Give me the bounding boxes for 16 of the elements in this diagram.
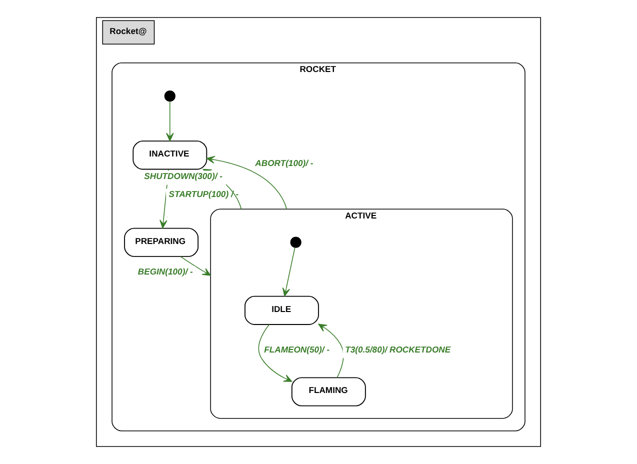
edge-label: T3(0.5/80)/ ROCKETDONE [345, 344, 451, 354]
edge-label: BEGIN(100)/ - [138, 266, 193, 277]
edge-label: FLAMEON(50)/ - [264, 344, 330, 354]
node-box: INACTIVE [132, 140, 208, 170]
node-circle [290, 236, 302, 248]
arrow [282, 247, 296, 296]
edge-label: SHUTDOWN(300)/ - [144, 171, 222, 182]
node-box: FLAMING [291, 377, 366, 406]
arrow [180, 256, 211, 276]
node-box: IDLE [244, 296, 319, 325]
edge-label: ABORT(100)/ - [255, 158, 314, 168]
node-box: PREPARING [124, 228, 199, 257]
arrow [318, 324, 344, 378]
arrow [166, 101, 174, 142]
node-circle [164, 90, 176, 102]
arrow [258, 324, 292, 382]
